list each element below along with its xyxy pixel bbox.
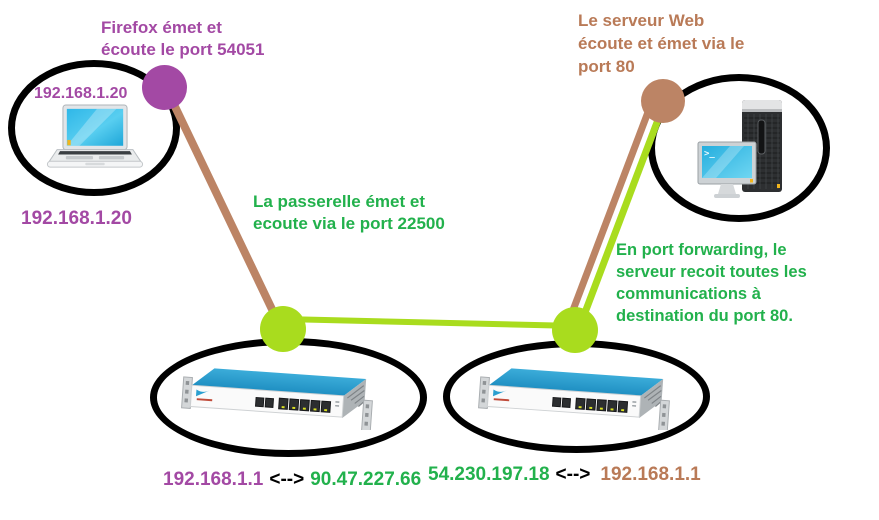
gateway-wan-ip: 90.47.227.66 [310,469,422,490]
router-icon [181,368,373,430]
remote-gateway-wan-ip: 54.230.197.18 [428,464,550,485]
gateway-port-dot [260,306,306,352]
server-port-dot [641,79,685,123]
client-ip-label-inside: 192.168.1.20 [34,85,128,102]
client-port-annotation: Firefox émet et écoute le port 54051 [101,18,265,59]
server-port-annotation: Le serveur Web écoute et émet via le por… [578,11,745,76]
nat-arrow: <--> [555,464,591,485]
nat-arrow: <--> [269,469,305,490]
remote-gateway-ip-pair-label: 54.230.197.18<--> 192.168.1.1 [428,464,701,486]
remote-gateway-port-dot [552,307,598,353]
svg-text:>_: >_ [704,149,715,159]
server-icon: >_ [697,100,782,198]
client-port-dot [142,65,187,110]
router-icon [478,368,670,430]
port-forwarding-annotation: En port forwarding, le serveur recoit to… [616,241,807,325]
remote-gateway-lan-ip: 192.168.1.1 [600,464,701,485]
gateway-ip-pair-label: 192.168.1.1<-->90.47.227.66 [163,469,421,491]
gateway-lan-ip: 192.168.1.1 [163,469,264,490]
gateway-port-annotation: La passerelle émet et ecoute via le port… [253,192,445,233]
laptop-icon [46,104,144,168]
client-ip-label-below: 192.168.1.20 [21,208,132,229]
gateway-to-gateway-line [282,316,578,329]
